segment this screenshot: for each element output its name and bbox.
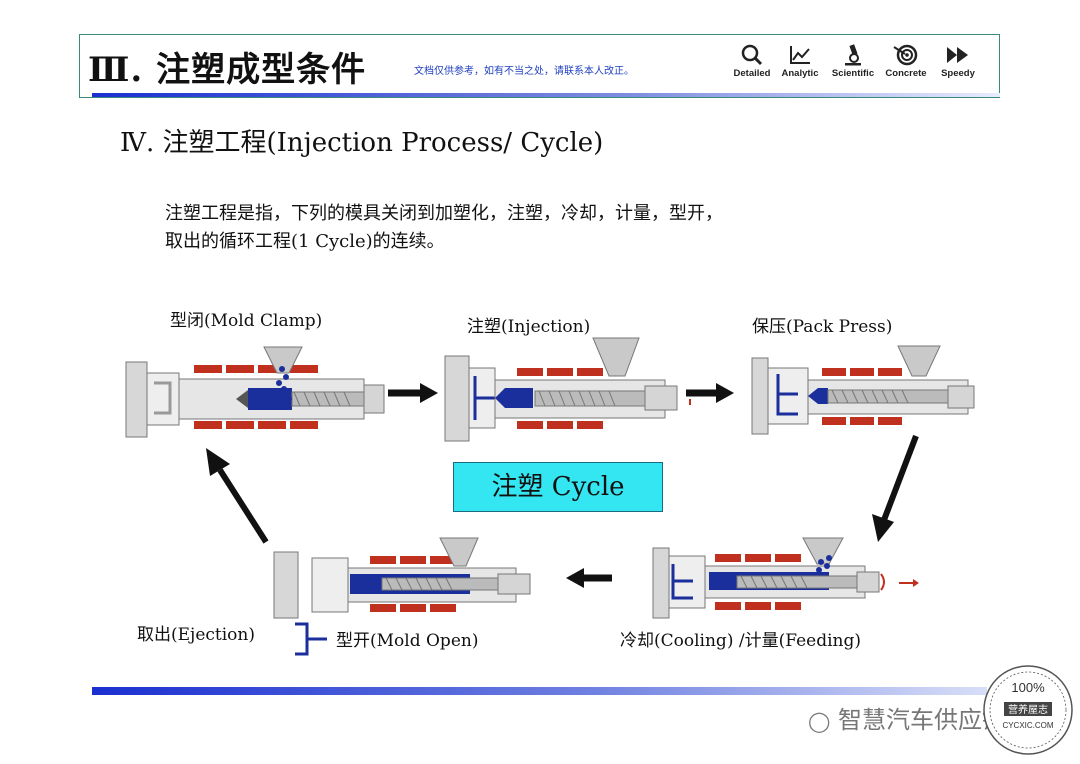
footer-line (92, 687, 987, 695)
section-title: Ⅳ. 注塑工程(Injection Process/ Cycle) (120, 128, 604, 158)
header-underline (92, 93, 1000, 97)
badge-label: Concrete (885, 68, 927, 79)
machine-mold-open (273, 537, 531, 619)
machine-cooling-feeding (652, 537, 919, 619)
watermark-text: 智慧汽车供应链 (838, 706, 1007, 734)
machine-pack-press (751, 345, 975, 435)
description-line-2: 取出的循环工程(1 Cycle)的连续。 (165, 231, 445, 252)
stage-label-cooling-feeding: 冷却(Cooling) /计量(Feeding) (620, 631, 861, 651)
description: 注塑工程是指，下列的模具关闭到加塑化，注塑，冷却，计量，型开， 取出的循环工程(… (165, 200, 925, 256)
microscope-icon (845, 44, 861, 66)
cycle-box: 注塑 Cycle (453, 462, 663, 512)
line-chart-icon (790, 46, 810, 64)
magnifier-icon (741, 44, 763, 66)
fast-forward-icon (947, 47, 968, 63)
badge-label: Analytic (781, 68, 819, 79)
machine-injection (444, 337, 678, 442)
ejected-part (295, 622, 327, 656)
badge-detailed: Detailed (725, 44, 779, 79)
badge-label: Speedy (941, 68, 975, 79)
svg-text:营养屋志: 营养屋志 (1008, 703, 1048, 716)
badge-analytic: Analytic (773, 44, 827, 79)
badge-concrete: Concrete (879, 44, 933, 79)
svg-text:100%: 100% (1011, 680, 1045, 695)
watermark: ◯ 智慧汽车供应链 (808, 700, 1006, 735)
stage-label-mold-open: 型开(Mold Open) (336, 631, 479, 651)
badge-label: Scientific (831, 68, 875, 79)
slide-title: Ⅲ. 注塑成型条件 (88, 50, 367, 90)
svg-text:CYCXIC.COM: CYCXIC.COM (1002, 721, 1053, 730)
stage-label-mold-clamp: 型闭(Mold Clamp) (170, 311, 323, 331)
arrow-cooling-to-open (566, 568, 612, 588)
stage-label-injection: 注塑(Injection) (467, 317, 591, 337)
badge-label: Detailed (733, 68, 771, 79)
machine-mold-clamp (125, 346, 385, 438)
stage-label-pack-press: 保压(Pack Press) (752, 317, 893, 337)
arrow-pack-to-cooling (872, 434, 919, 542)
stamp-seal: 100% 营养屋志 CYCXIC.COM (983, 665, 1073, 755)
badge-speedy: Speedy (931, 44, 985, 79)
arrow-ejection-to-clamp (206, 448, 269, 544)
target-icon (893, 44, 918, 66)
description-line-1: 注塑工程是指，下列的模具关闭到加塑化，注塑，冷却，计量，型开， (165, 203, 723, 224)
badge-scientific: Scientific (826, 44, 880, 79)
arrow-injection-to-pack (686, 383, 734, 405)
wechat-icon: ◯ (808, 709, 831, 733)
header-box (79, 34, 1000, 98)
stage-label-ejection: 取出(Ejection) (137, 625, 255, 645)
disclaimer-text: 文档仅供参考，如有不当之处，请联系本人改正。 (414, 66, 634, 77)
arrow-clamp-to-injection (388, 383, 438, 403)
